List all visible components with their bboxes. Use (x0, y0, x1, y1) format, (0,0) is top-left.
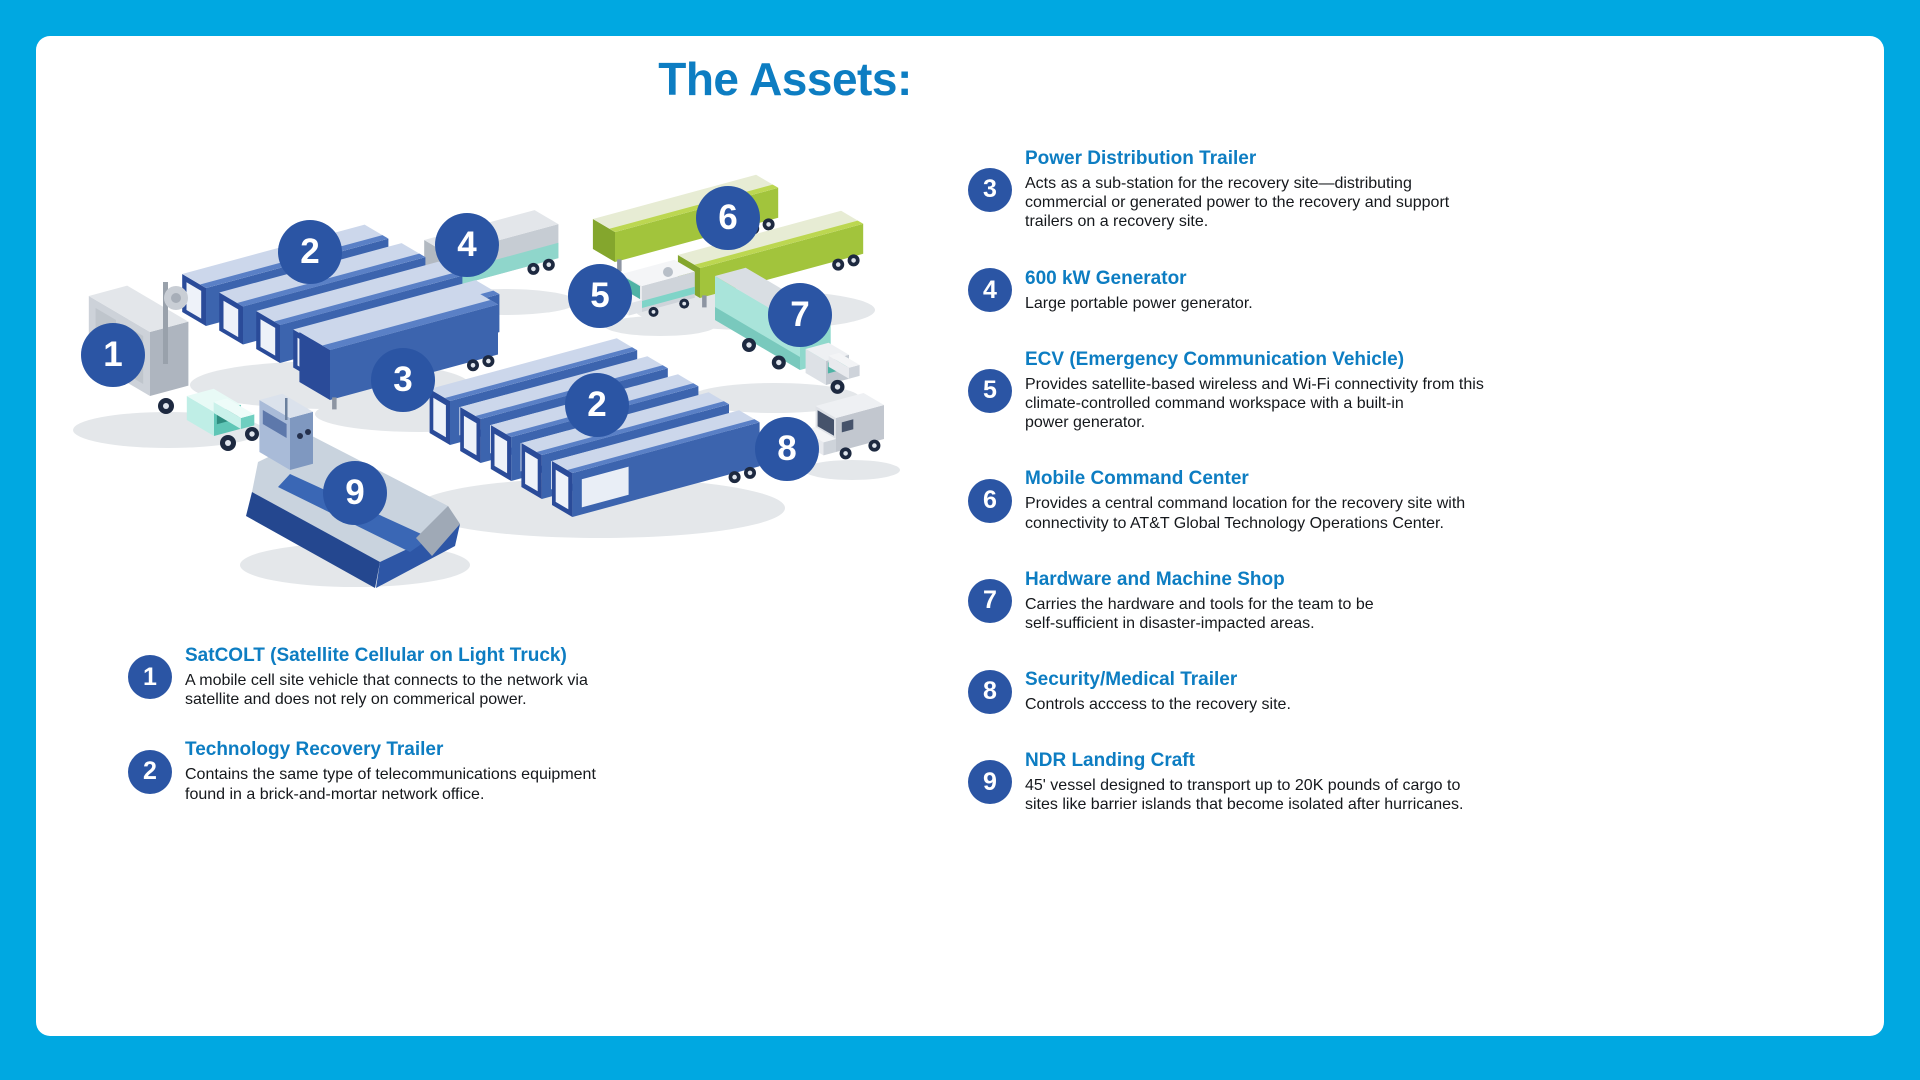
legend-item-ecv: 5 ECV (Emergency Communication Vehicle) … (968, 349, 1488, 433)
diagram-badge-tech-trailers-front: 2 (565, 373, 629, 437)
diagram-badge-security-medical: 8 (755, 417, 819, 481)
diagram-badge-generator: 4 (435, 213, 499, 277)
legend-left: 1 SatCOLT (Satellite Cellular on Light T… (128, 645, 668, 804)
legend-title-mobile-command-center: Mobile Command Center (1025, 468, 1249, 490)
legend-desc-ndr-landing-craft: 45' vessel designed to transport up to 2… (1025, 777, 1464, 814)
legend-item-security-medical-trailer: 8 Security/Medical Trailer Controls accc… (968, 669, 1488, 714)
legend-title-power-distribution-trailer: Power Distribution Trailer (1025, 148, 1257, 169)
diagram-badge-ecv: 5 (568, 264, 632, 328)
legend-desc-600kw-generator: Large portable power generator. (1025, 294, 1253, 312)
legend-item-mobile-command-center: 6 Mobile Command Center Provides a centr… (968, 468, 1488, 532)
diagram-badge-tech-trailers-back: 2 (278, 220, 342, 284)
diagram-badge-landing-craft: 9 (323, 461, 387, 525)
legend-title-satcolt: SatCOLT (Satellite Cellular on Light Tru… (185, 645, 567, 666)
diagram-badge-command-center: 6 (696, 186, 760, 250)
legend-badge-9: 9 (968, 760, 1012, 805)
legend-badge-3: 3 (968, 167, 1012, 212)
diagram-badge-satcolt: 1 (81, 323, 145, 387)
diagram-badge-power-distribution: 3 (371, 348, 435, 412)
legend-title-security-medical-trailer: Security/Medical Trailer (1025, 669, 1238, 691)
legend-desc-satcolt: A mobile cell site vehicle that connects… (185, 672, 588, 709)
legend-desc-mobile-command-center: Provides a central command location for … (1025, 495, 1466, 532)
legend-badge-6: 6 (968, 478, 1012, 523)
legend-badge-8: 8 (968, 669, 1012, 714)
legend-item-power-distribution-trailer: 3 Power Distribution Trailer Acts as a s… (968, 148, 1488, 232)
legend-desc-hardware-machine-shop: Carries the hardware and tools for the t… (1025, 595, 1374, 632)
legend-desc-power-distribution-trailer: Acts as a sub-station for the recovery s… (1025, 175, 1450, 231)
legend-badge-5: 5 (968, 368, 1012, 413)
legend-title-ecv: ECV (Emergency Communication Vehicle) (1025, 348, 1405, 370)
illustration-security-medical-truck (803, 393, 884, 460)
legend-badge-1: 1 (128, 655, 172, 700)
legend-desc-ecv: Provides satellite-based wireless and Wi… (1025, 375, 1484, 432)
legend-badge-4: 4 (968, 268, 1012, 313)
legend-title-technology-recovery-trailer: Technology Recovery Trailer (185, 739, 444, 761)
legend-badge-2: 2 (128, 749, 172, 794)
legend-item-satcolt: 1 SatCOLT (Satellite Cellular on Light T… (128, 645, 668, 709)
legend-item-ndr-landing-craft: 9 NDR Landing Craft 45' vessel designed … (968, 750, 1488, 814)
legend-title-600kw-generator: 600 kW Generator (1025, 267, 1187, 289)
legend-item-600kw-generator: 4 600 kW Generator Large portable power … (968, 268, 1488, 313)
legend-right: 3 Power Distribution Trailer Acts as a s… (968, 148, 1488, 815)
legend-desc-technology-recovery-trailer: Contains the same type of telecommunicat… (185, 766, 596, 803)
diagram-badge-hardware-shop: 7 (768, 283, 832, 347)
legend-title-hardware-machine-shop: Hardware and Machine Shop (1025, 568, 1285, 590)
legend-item-hardware-machine-shop: 7 Hardware and Machine Shop Carries the … (968, 569, 1488, 633)
legend-item-technology-recovery-trailer: 2 Technology Recovery Trailer Contains t… (128, 739, 668, 803)
legend-badge-7: 7 (968, 578, 1012, 623)
page-title: The Assets: (658, 53, 912, 105)
legend-title-ndr-landing-craft: NDR Landing Craft (1025, 750, 1195, 772)
legend-desc-security-medical-trailer: Controls acccess to the recovery site. (1025, 696, 1291, 714)
